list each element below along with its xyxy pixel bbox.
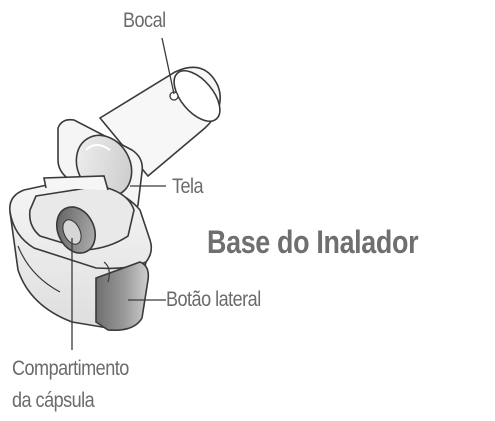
leader-mouthpiece	[161, 37, 175, 95]
inhaler-base-shape	[8, 175, 153, 332]
label-screen: Tela	[172, 175, 204, 198]
diagram-title: Base do Inalador	[207, 224, 419, 260]
leader-lines	[71, 37, 175, 350]
label-capsule-chamber-line2: da cápsula	[12, 389, 95, 412]
label-side-button: Botão lateral	[166, 288, 261, 311]
label-mouthpiece: Bocal	[123, 9, 166, 32]
label-capsule-chamber-line1: Compartimento	[12, 357, 129, 380]
